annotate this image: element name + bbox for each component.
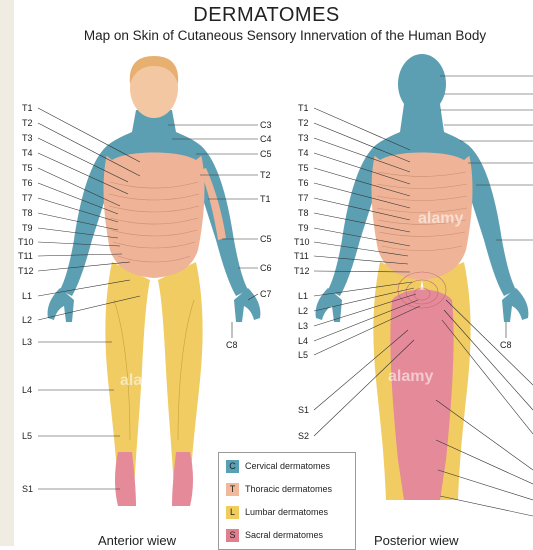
posterior-label-t12: T12 <box>294 266 310 276</box>
posterior-label-l2: L2 <box>298 306 308 316</box>
watermark-text: alamy <box>388 368 433 386</box>
posterior-label-s2: S2 <box>298 431 309 441</box>
posterior-label-l3: L3 <box>298 321 308 331</box>
anterior-label-l1: L1 <box>22 291 32 301</box>
posterior-label-s1: S1 <box>298 405 309 415</box>
anterior-right-arm <box>200 145 248 296</box>
posterior-label-t3: T3 <box>298 133 309 143</box>
anterior-left-arm <box>60 145 108 296</box>
posterior-label-l5: L5 <box>298 350 308 360</box>
posterior-label-t2: T2 <box>298 118 309 128</box>
anterior-label-t2: T2 <box>22 118 33 128</box>
anterior-label-t8: T8 <box>22 208 33 218</box>
legend-item-cervical: C Cervical dermatomes <box>226 459 330 473</box>
posterior-label-t7: T7 <box>298 193 309 203</box>
anterior-label-t1: T1 <box>22 103 33 113</box>
posterior-label-t5: T5 <box>298 163 309 173</box>
anterior-right-foot <box>172 452 193 506</box>
anterior-label-t6: T6 <box>22 178 33 188</box>
anterior-label-c8: C8 <box>226 340 238 350</box>
legend-item-sacral: S Sacral dermatomes <box>226 528 323 542</box>
legend-swatch-sacral: S <box>226 529 239 542</box>
posterior-right-arm <box>468 145 516 296</box>
anterior-label-s1: S1 <box>22 484 33 494</box>
legend-label-thoracic: Thoracic dermatomes <box>245 484 332 494</box>
anterior-label-c5-lower: C5 <box>260 234 272 244</box>
posterior-sacral-strip <box>390 290 453 501</box>
anterior-label-c6: C6 <box>260 263 272 273</box>
anterior-label-l2: L2 <box>22 315 32 325</box>
posterior-label-t8: T8 <box>298 208 309 218</box>
anterior-label-t11: T11 <box>18 251 33 261</box>
legend-swatch-cervical: C <box>226 460 239 473</box>
posterior-label-l4: L4 <box>298 336 308 346</box>
legend-swatch-lumbar: L <box>226 506 239 519</box>
anterior-label-t4: T4 <box>22 148 33 158</box>
posterior-label-t6: T6 <box>298 178 309 188</box>
anterior-figure <box>48 56 261 506</box>
anterior-label-t7: T7 <box>22 193 33 203</box>
posterior-label-l1: L1 <box>298 291 308 301</box>
anterior-left-foot <box>115 452 136 506</box>
anterior-label-c4: C4 <box>260 134 272 144</box>
posterior-label-t11: T11 <box>294 251 309 261</box>
legend-swatch-thoracic: T <box>226 483 239 496</box>
watermark-text: alamy <box>418 210 463 228</box>
anterior-label-t12: T12 <box>18 266 34 276</box>
anterior-label-c7: C7 <box>260 289 272 299</box>
anterior-label-t10: T10 <box>18 237 34 247</box>
posterior-label-t10: T10 <box>294 237 310 247</box>
legend-label-lumbar: Lumbar dermatomes <box>245 507 328 517</box>
anterior-label-c3: C3 <box>260 120 272 130</box>
anterior-label-l5: L5 <box>22 431 32 441</box>
legend-label-sacral: Sacral dermatomes <box>245 530 323 540</box>
anterior-label-l4: L4 <box>22 385 32 395</box>
anterior-label-c5: C5 <box>260 149 272 159</box>
legend-item-lumbar: L Lumbar dermatomes <box>226 505 328 519</box>
posterior-label-t4: T4 <box>298 148 309 158</box>
anterior-label-t2-right: T2 <box>260 170 271 180</box>
anterior-label-t9: T9 <box>22 223 33 233</box>
anterior-label-t3: T3 <box>22 133 33 143</box>
posterior-label-t9: T9 <box>298 223 309 233</box>
watermark-text: alamy <box>120 372 165 390</box>
anterior-label-t1-right: T1 <box>260 194 271 204</box>
posterior-label-t1: T1 <box>298 103 309 113</box>
posterior-figure <box>316 54 529 500</box>
legend-box: C Cervical dermatomes T Thoracic dermato… <box>218 452 356 550</box>
anterior-label-t5: T5 <box>22 163 33 173</box>
legend-label-cervical: Cervical dermatomes <box>245 461 330 471</box>
anterior-label-l3: L3 <box>22 337 32 347</box>
posterior-head <box>398 54 446 114</box>
legend-item-thoracic: T Thoracic dermatomes <box>226 482 332 496</box>
posterior-label-c8: C8 <box>500 340 512 350</box>
anterior-torso <box>104 143 205 279</box>
